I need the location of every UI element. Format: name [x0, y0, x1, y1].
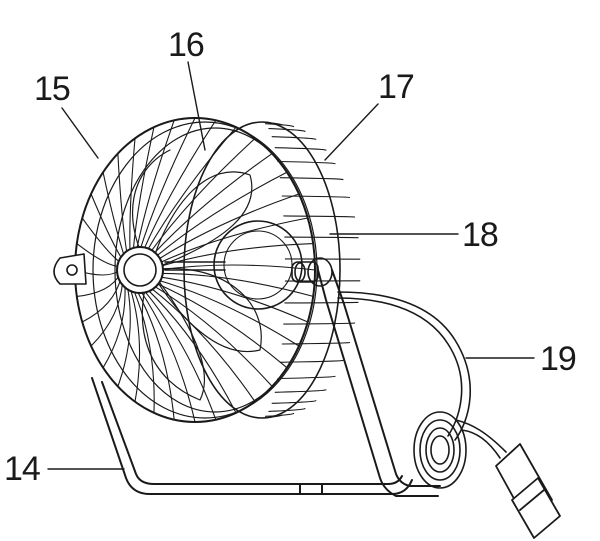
- callout-14: 14: [4, 450, 41, 488]
- rear-cage-rib: [284, 236, 359, 239]
- front-cage-rib: [149, 286, 256, 403]
- front-cage-rib: [158, 276, 309, 323]
- leader-lines: [47, 61, 535, 470]
- callout-15: 15: [34, 70, 71, 108]
- callout-19: 19: [540, 340, 577, 378]
- front-cage-rib: [102, 171, 126, 258]
- front-cage-rib: [152, 153, 273, 256]
- front-cage-rib: [135, 119, 175, 251]
- front-cage-rib: [132, 126, 155, 252]
- front-cage-rib: [90, 193, 124, 261]
- center-badge: [116, 246, 164, 294]
- rear-cage-rib: [284, 301, 359, 304]
- cable-coil: [413, 411, 467, 489]
- usb-plug: [495, 443, 561, 539]
- rear-cage-rib: [274, 147, 327, 151]
- front-cage-rib: [146, 288, 237, 414]
- front-cage-rib: [139, 289, 196, 423]
- front-cage-rib: [129, 137, 136, 254]
- rear-cage-rib: [268, 408, 306, 412]
- front-cage-rib: [152, 284, 273, 387]
- pivot-knob: [291, 257, 333, 287]
- leader-16: [187, 61, 206, 151]
- callout-18: 18: [462, 216, 499, 254]
- front-cage-rib: [142, 119, 217, 251]
- rear-cage-rib: [271, 400, 317, 404]
- front-cage-rib: [117, 284, 131, 387]
- front-cage-rib: [146, 126, 237, 252]
- front-cage-rib: [154, 282, 288, 369]
- front-cage-rib: [158, 217, 309, 264]
- front-cage-rib: [139, 117, 196, 251]
- rear-cage-rib: [264, 123, 295, 128]
- rear-cage-rib: [271, 136, 317, 140]
- callout-17: 17: [378, 68, 415, 106]
- rear-cage-rib: [283, 215, 356, 218]
- rear-cage-rib: [274, 389, 327, 393]
- usb-cable: [337, 291, 507, 489]
- rear-cage-rib: [268, 128, 306, 132]
- rear-cage-rib: [264, 412, 295, 417]
- front-cage-rib: [102, 282, 126, 369]
- motor-hub: [164, 220, 303, 310]
- front-cage-rib: [90, 279, 124, 347]
- leader-15: [61, 107, 99, 159]
- front-cage-rib: [154, 171, 288, 258]
- front-cage-rib: [132, 288, 155, 414]
- leader-17: [324, 103, 379, 161]
- base-stand: [91, 269, 441, 497]
- rear-cage-rib: [261, 414, 283, 419]
- front-cage-rib: [149, 137, 256, 254]
- rear-cage-rib: [281, 341, 351, 345]
- front-cage-rib: [142, 289, 217, 421]
- front-cage-rib: [156, 193, 300, 261]
- front-cage-rib: [156, 279, 300, 347]
- rear-cage-rib: [283, 322, 356, 325]
- rear-cage-rib: [277, 375, 336, 380]
- front-cage-rib: [117, 153, 128, 256]
- front-cage-rib: [129, 286, 141, 403]
- callout-16: 16: [168, 26, 205, 64]
- rear-cage-rib: [277, 160, 336, 165]
- cage-clip: [53, 253, 87, 285]
